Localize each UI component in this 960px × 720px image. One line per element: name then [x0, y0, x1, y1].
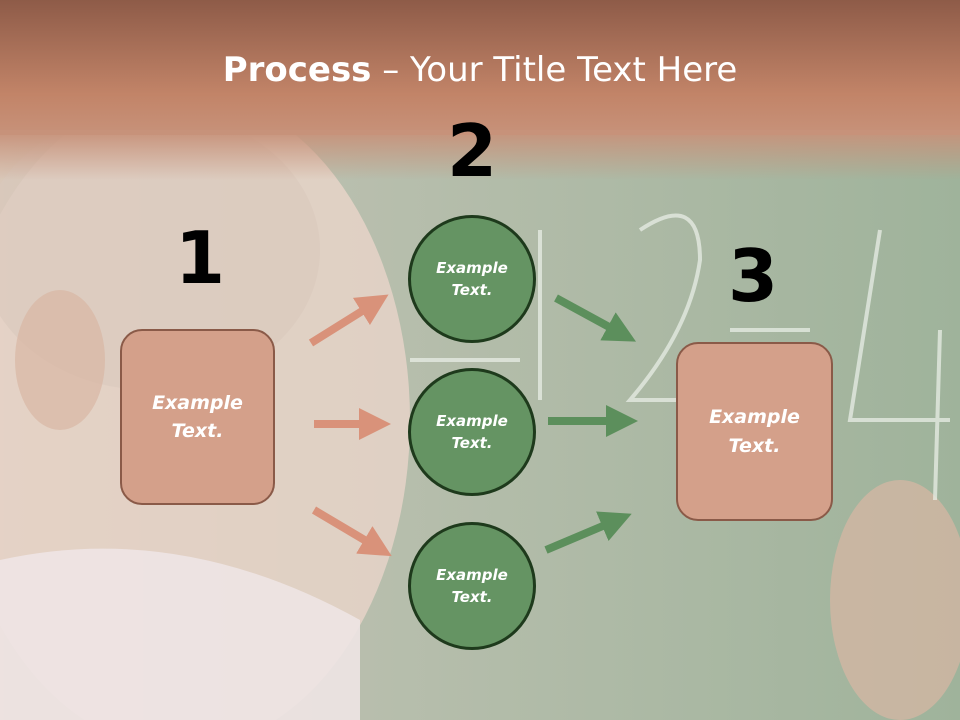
step-number-1: 1 — [174, 216, 226, 300]
title-rest: – Your Title Text Here — [371, 50, 738, 90]
title-bold: Process — [222, 50, 372, 90]
step-number-3: 3 — [727, 234, 779, 318]
circle-middle-line2: Text. — [451, 434, 493, 452]
circle-bottom-line1: Example — [436, 565, 508, 584]
arrow-left-top — [308, 294, 389, 347]
step-3-line1: Example — [709, 406, 800, 428]
step-2-circle-middle: Example Text. — [408, 368, 536, 496]
circle-top-line1: Example — [436, 258, 508, 277]
step-2-circle-bottom: Example Text. — [408, 522, 536, 650]
step-number-2: 2 — [446, 109, 498, 193]
arrow-right-bottom — [544, 511, 632, 554]
step-3-line2: Text. — [728, 434, 781, 457]
slide-title: Process – Your Title Text Here — [0, 50, 960, 90]
step-2-circle-top: Example Text. — [408, 215, 536, 343]
circle-bottom-line2: Text. — [451, 588, 493, 606]
step-1-box: Example Text. — [120, 329, 275, 505]
step-1-line2: Text. — [171, 420, 224, 442]
arrow-left-bottom — [311, 506, 392, 557]
arrow-right-top — [554, 294, 637, 342]
circle-middle-line1: Example — [436, 411, 508, 430]
step-1-line1: Example — [152, 391, 243, 414]
circle-top-line2: Text. — [451, 281, 493, 299]
step-3-box: Example Text. — [676, 342, 833, 521]
